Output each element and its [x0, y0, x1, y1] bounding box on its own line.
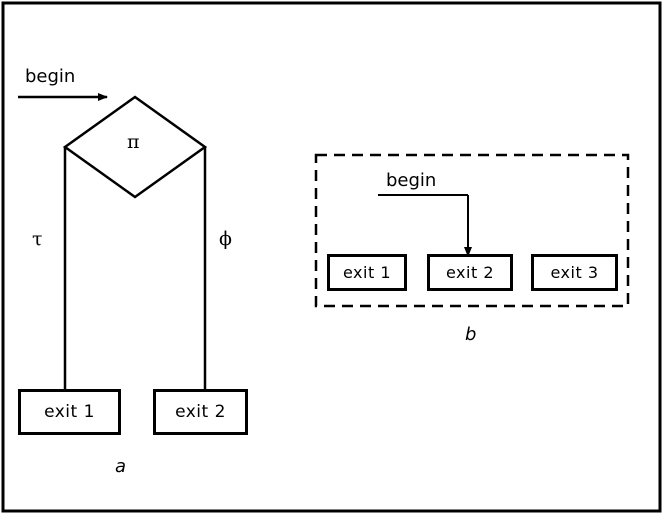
- a-right-branch-label: ϕ: [219, 228, 232, 250]
- b-exit-2-box: exit 2: [427, 254, 513, 291]
- a-exit-1-box: exit 1: [18, 389, 121, 435]
- a-caption: a: [115, 456, 127, 477]
- a-decision-label: π: [127, 131, 140, 153]
- a-decision-diamond: [62, 95, 208, 199]
- b-caption: b: [465, 324, 477, 345]
- b-dashed-boundary: [314, 153, 630, 308]
- b-begin-label: begin: [386, 170, 437, 191]
- b-exit-3-box: exit 3: [531, 254, 618, 291]
- a-begin-label: begin: [25, 66, 76, 87]
- b-exit-1-box: exit 1: [327, 254, 407, 291]
- a-exit-2-box: exit 2: [153, 389, 248, 435]
- a-left-branch-label: τ: [32, 228, 43, 250]
